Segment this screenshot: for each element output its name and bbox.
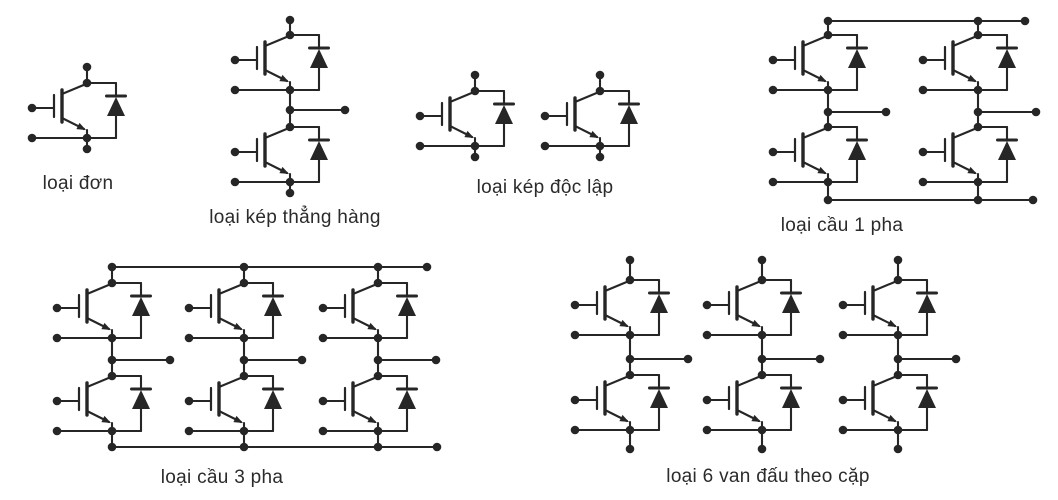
module-bridge-1pha-circuit xyxy=(768,16,1041,205)
module-label-dual-independent: loại kép độc lập xyxy=(476,177,614,198)
module-label-single: loại đơn xyxy=(42,173,114,194)
module-label-bridge-3pha: loại cầu 3 pha xyxy=(160,467,284,488)
module-dual-independent-circuit xyxy=(415,70,640,162)
module-single-circuit xyxy=(27,62,127,154)
module-label-sixpack: loại 6 van đấu theo cặp xyxy=(666,466,870,487)
module-sixpack-circuit xyxy=(570,255,961,454)
module-label-dual-inline: loại kép thẳng hàng xyxy=(209,207,381,228)
module-label-bridge-1pha: loại cầu 1 pha xyxy=(780,215,904,236)
module-bridge-3pha-circuit xyxy=(52,262,442,452)
module-dual-inline-circuit xyxy=(230,15,350,198)
